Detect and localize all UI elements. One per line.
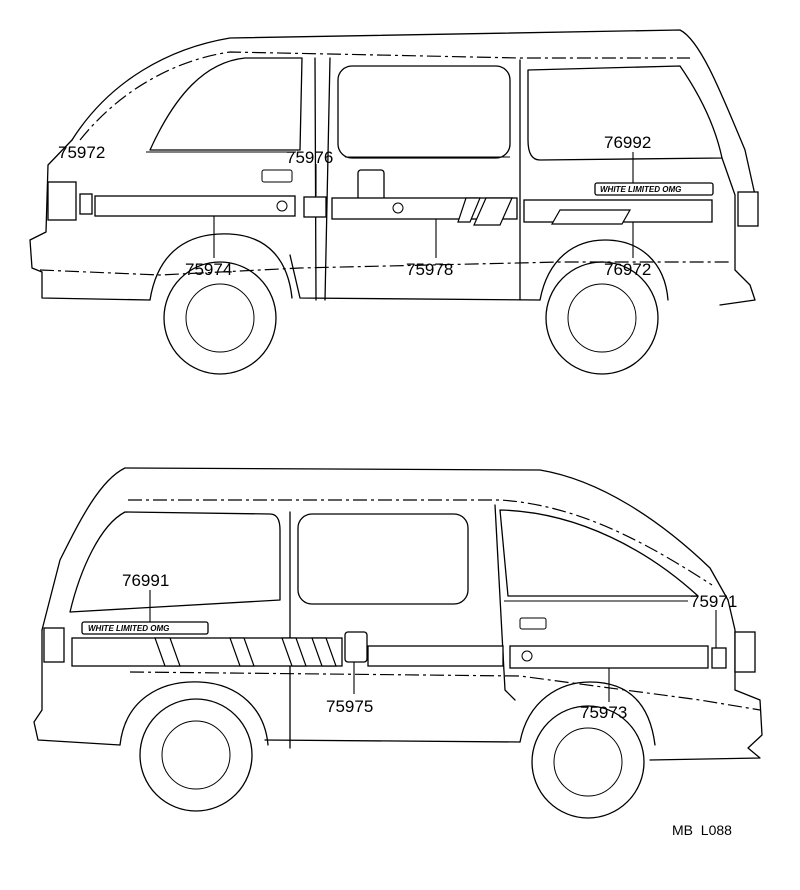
upper-rocker <box>289 254 541 301</box>
lower-front-wheel <box>139 698 253 812</box>
lower-rear-stripe-tape <box>509 645 709 669</box>
upper-front-body <box>719 157 756 306</box>
callout-75976: 75976 <box>286 148 333 167</box>
lower-middle-window <box>297 513 469 605</box>
lower-fuel-lid <box>519 617 547 630</box>
lower-roof-rail <box>128 499 713 586</box>
lower-rear-wheel <box>531 705 645 819</box>
lower-front-body <box>33 629 121 746</box>
callout-75974: 75974 <box>185 260 232 279</box>
lower-headlamp <box>43 627 65 663</box>
upper-rear-body <box>29 139 151 301</box>
upper-front-stripe-slash <box>550 209 632 225</box>
callout-75973: 75973 <box>580 703 627 722</box>
lower-front-arch <box>119 681 269 746</box>
lower-stripe-slash-3 <box>281 637 307 667</box>
lower-door-line-rear <box>494 504 516 701</box>
callout-76991: 76991 <box>122 571 169 590</box>
callout-75971: 75971 <box>690 592 737 611</box>
lower-rear-marker <box>711 647 727 669</box>
lower-rocker <box>264 739 521 743</box>
upper-door-stripe-bolt <box>392 202 404 214</box>
lower-roof-outline <box>41 467 729 631</box>
upper-fuel-lid <box>261 169 293 183</box>
upper-roof-rail <box>79 51 690 141</box>
lower-emblem-text: WHITE LIMITED OMG <box>88 624 169 633</box>
lower-door-handle <box>344 631 368 663</box>
lower-stripe-slash-1 <box>154 637 181 667</box>
upper-stripe-slash-2 <box>473 197 513 226</box>
upper-emblem-plate <box>594 182 714 196</box>
lower-door-stripe-tape <box>367 645 504 667</box>
drawing-code: MB L088 <box>672 822 732 838</box>
upper-front-wheel <box>545 261 659 375</box>
upper-rear-window <box>149 57 303 151</box>
lower-stripe-slash-2 <box>229 637 255 667</box>
lower-rear-arch <box>519 681 656 746</box>
lower-rear-body <box>649 599 763 761</box>
lower-rear-stripe-bolt <box>521 650 533 662</box>
callout-76972: 76972 <box>604 260 651 279</box>
lower-front-hub <box>161 720 231 790</box>
callout-75972: 75972 <box>58 143 105 162</box>
upper-rear-stripe-tape <box>94 195 296 217</box>
lower-rear-hub <box>553 727 623 797</box>
lower-front-window <box>69 511 281 613</box>
upper-stripe-slash-1 <box>457 197 481 223</box>
lower-emblem-plate <box>81 621 209 635</box>
upper-rear-arch <box>149 233 293 301</box>
callout-76992: 76992 <box>604 133 651 152</box>
lower-stripe-slash-4 <box>311 637 337 667</box>
upper-tail-lamp <box>47 181 77 221</box>
callout-75975: 75975 <box>326 697 373 716</box>
upper-rear-wheel <box>163 261 277 375</box>
upper-front-arch <box>539 239 669 301</box>
upper-emblem-text: WHITE LIMITED OMG <box>600 185 681 194</box>
upper-headlamp <box>737 191 759 227</box>
upper-sill-line <box>39 261 730 276</box>
lower-sill-line <box>129 671 761 711</box>
upper-pillar-stripe-tape <box>303 196 327 218</box>
callout-75978: 75978 <box>406 260 453 279</box>
upper-front-hub <box>567 283 637 353</box>
upper-middle-window <box>337 65 511 159</box>
lower-rear-window <box>499 509 699 597</box>
upper-door-handle <box>357 169 385 203</box>
upper-slide-door-rear <box>324 57 331 301</box>
upper-rear-hub <box>185 283 255 353</box>
upper-roof-outline <box>71 29 756 196</box>
upper-rear-marker <box>79 193 93 215</box>
upper-rear-stripe-bolt <box>276 200 288 212</box>
lower-van-view: WHITE LIMITED OMG 76991 75971 75975 7597… <box>33 467 763 819</box>
lower-tail-lamp <box>734 631 756 673</box>
upper-van-view: WHITE LIMITED OMG 75972 75976 76992 7597… <box>29 29 759 375</box>
